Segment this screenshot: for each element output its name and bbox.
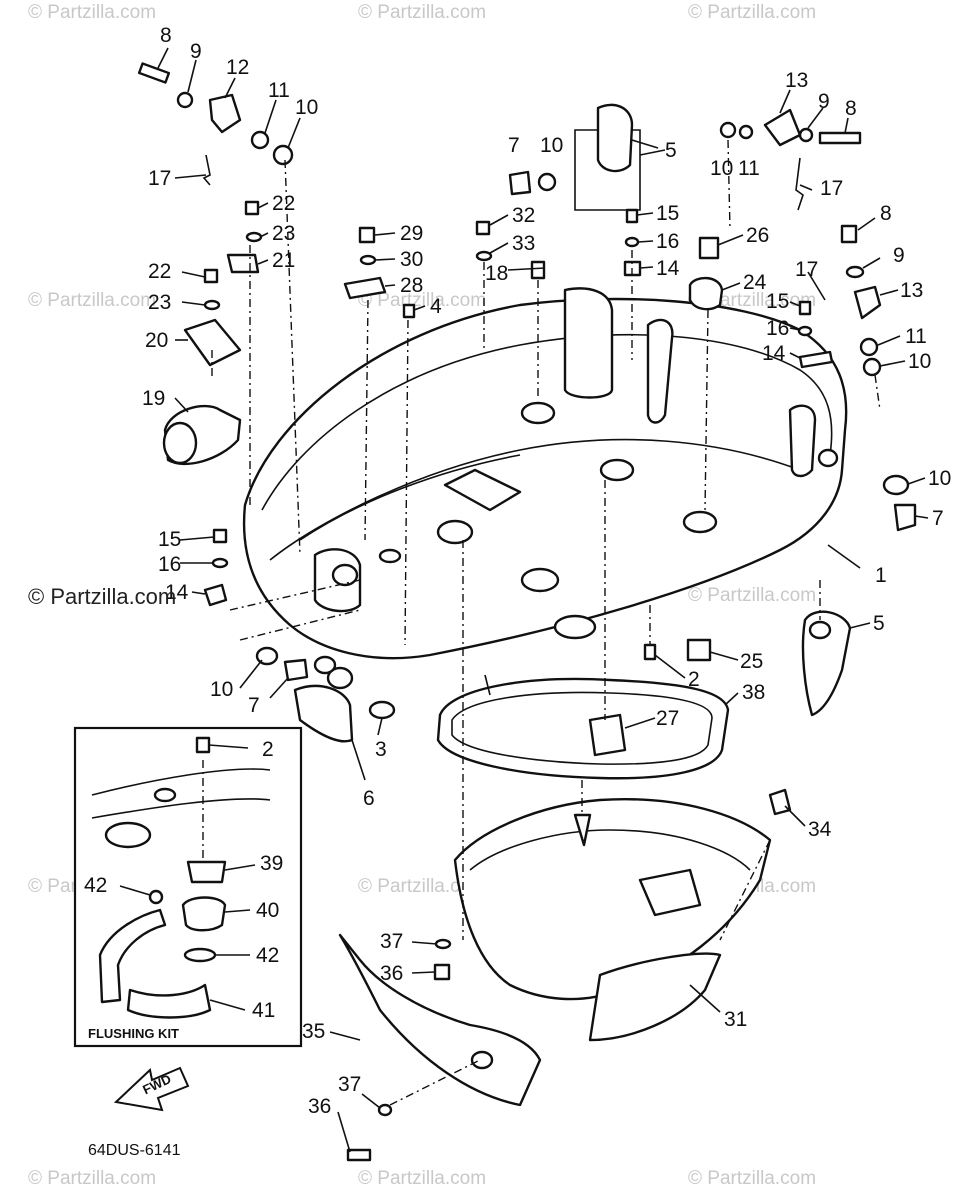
callout-26: 26 xyxy=(746,224,769,247)
callout-lines xyxy=(119,47,929,1153)
flushing-kit-inset: FLUSHING KIT xyxy=(73,726,303,1048)
hardware xyxy=(137,62,917,1162)
callout-13: 13 xyxy=(785,69,808,92)
callout-41: 41 xyxy=(252,999,275,1022)
callout-11: 11 xyxy=(738,157,760,180)
callout-35: 35 xyxy=(302,1020,325,1043)
callout-19: 19 xyxy=(142,387,165,410)
callout-39: 39 xyxy=(260,852,283,875)
part-5-right xyxy=(801,610,852,717)
watermark: © Partzilla.com xyxy=(688,585,817,606)
callout-9: 9 xyxy=(818,90,830,113)
callout-14: 14 xyxy=(762,342,786,365)
watermark: © Partzilla.com xyxy=(688,1168,817,1189)
callout-37: 37 xyxy=(380,930,403,953)
callout-18: 18 xyxy=(485,262,508,285)
callout-15: 15 xyxy=(158,528,181,551)
callout-15: 15 xyxy=(766,290,789,313)
callout-8: 8 xyxy=(160,24,172,47)
callout-21: 21 xyxy=(272,249,295,272)
callout-36: 36 xyxy=(308,1095,331,1118)
part-5-upper xyxy=(574,103,666,211)
callout-9: 9 xyxy=(190,40,202,63)
callout-10: 10 xyxy=(710,157,733,180)
callout-42: 42 xyxy=(256,944,279,967)
watermark: © Partzilla.com xyxy=(358,1168,487,1189)
callout-42: 42 xyxy=(84,874,107,897)
callout-2: 2 xyxy=(262,738,274,761)
callout-16: 16 xyxy=(158,553,181,576)
callout-1: 1 xyxy=(875,564,887,587)
callout-10: 10 xyxy=(908,350,931,373)
callout-32: 32 xyxy=(512,204,535,227)
callout-6: 6 xyxy=(363,787,375,810)
callout-24: 24 xyxy=(743,271,767,294)
part-35-lower-front xyxy=(338,933,542,1107)
callout-5: 5 xyxy=(665,139,677,162)
callout-38: 38 xyxy=(742,681,765,704)
callout-9: 9 xyxy=(893,244,905,267)
callout-23: 23 xyxy=(148,291,171,314)
callout-37: 37 xyxy=(338,1073,361,1096)
part-38-frame xyxy=(436,674,730,780)
callout-10: 10 xyxy=(295,96,318,119)
callout-16: 16 xyxy=(656,230,679,253)
callout-23: 23 xyxy=(272,222,295,245)
callout-13: 13 xyxy=(900,279,923,302)
callout-14: 14 xyxy=(656,257,680,280)
callout-34: 34 xyxy=(808,818,832,841)
watermark: © Partzilla.com xyxy=(28,290,157,311)
callout-22: 22 xyxy=(148,260,171,283)
callout-27: 27 xyxy=(656,707,679,730)
callout-36: 36 xyxy=(380,962,403,985)
callout-22: 22 xyxy=(272,192,295,215)
watermark: © Partzilla.com xyxy=(358,290,487,311)
callouts: 1 2 2 3 4 5 5 6 7 7 7 8 8 8 9 9 9 10 10 … xyxy=(84,24,951,1159)
callout-16: 16 xyxy=(766,317,789,340)
callout-28: 28 xyxy=(400,274,423,297)
watermark: © Partzilla.com xyxy=(688,2,817,23)
flushing-kit-label: FLUSHING KIT xyxy=(88,1026,179,1041)
callout-10: 10 xyxy=(210,678,233,701)
diagram-code: 64DUS-6141 xyxy=(88,1142,181,1159)
watermark: © Partzilla.com xyxy=(28,2,157,23)
part-6-bracket xyxy=(293,655,354,743)
callout-8: 8 xyxy=(845,97,857,120)
callout-17: 17 xyxy=(795,258,818,281)
callout-25: 25 xyxy=(740,650,763,673)
fwd-arrow: FWD xyxy=(113,1066,190,1112)
watermark: © Partzilla.com xyxy=(28,1168,157,1189)
callout-11: 11 xyxy=(905,325,927,348)
copyright-overlay: © Partzilla.com xyxy=(28,584,177,609)
callout-7: 7 xyxy=(508,134,520,157)
part-31-lower-rear xyxy=(453,798,772,1042)
callout-10: 10 xyxy=(540,134,563,157)
callout-10: 10 xyxy=(928,467,951,490)
leader-lines xyxy=(202,139,881,1106)
watermark: © Partzilla.com xyxy=(358,2,487,23)
bottom-cowling xyxy=(242,287,848,660)
callout-7: 7 xyxy=(248,694,260,717)
callout-8: 8 xyxy=(880,202,892,225)
callout-12: 12 xyxy=(226,56,249,79)
callout-14: 14 xyxy=(165,581,189,604)
callout-2: 2 xyxy=(688,668,700,691)
callout-40: 40 xyxy=(256,899,279,922)
callout-4: 4 xyxy=(430,295,442,318)
callout-3: 3 xyxy=(375,738,387,761)
callout-20: 20 xyxy=(145,329,168,352)
callout-17: 17 xyxy=(820,177,843,200)
callout-15: 15 xyxy=(656,202,679,225)
callout-5: 5 xyxy=(873,612,885,635)
watermark: © Partzilla.com xyxy=(358,876,487,897)
callout-30: 30 xyxy=(400,248,423,271)
callout-31: 31 xyxy=(724,1008,747,1031)
callout-17: 17 xyxy=(148,167,171,190)
callout-7: 7 xyxy=(932,507,944,530)
callout-33: 33 xyxy=(512,232,535,255)
callout-29: 29 xyxy=(400,222,423,245)
callout-11: 11 xyxy=(268,79,290,102)
